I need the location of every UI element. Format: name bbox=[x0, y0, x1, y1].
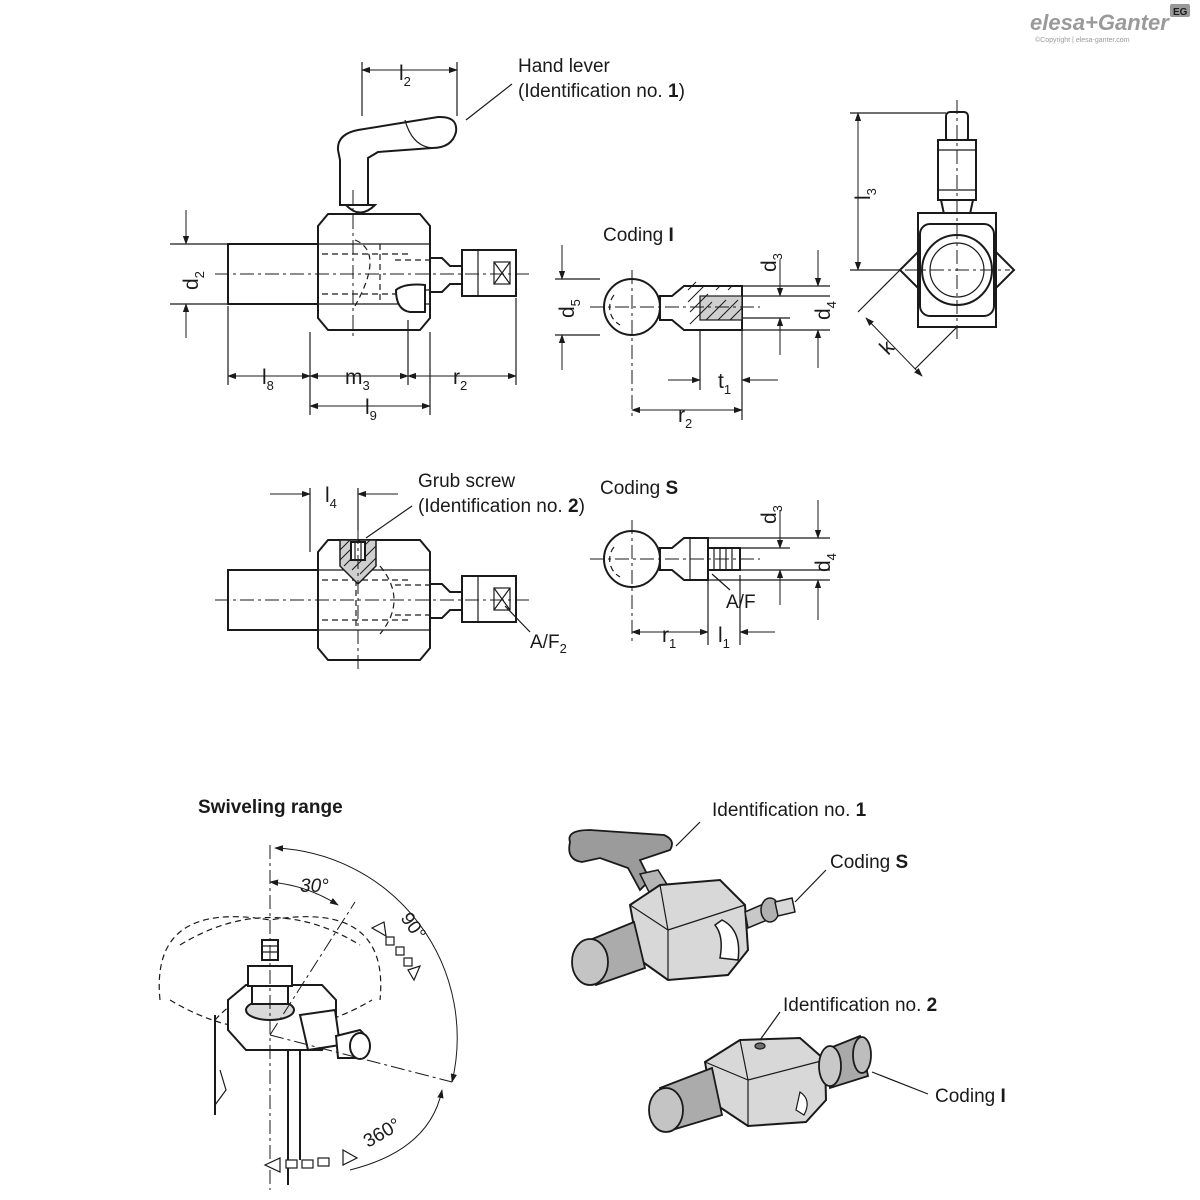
hand-lever-id-label: (Identification no. 1) bbox=[518, 81, 685, 102]
af2-label: A/F2 bbox=[530, 632, 567, 656]
dim-d4b-label: d4 bbox=[812, 553, 839, 572]
id-no-1-label: Identification no. 1 bbox=[712, 800, 867, 821]
iso-view-id2 bbox=[648, 1011, 929, 1133]
dim-d2-label: d2 bbox=[180, 271, 207, 290]
dim-d3b-label: d3 bbox=[758, 505, 785, 524]
angle-360-label: 360° bbox=[360, 1114, 405, 1152]
dim-t1-label: t1 bbox=[718, 370, 731, 397]
dim-l1-label: l1 bbox=[718, 624, 730, 651]
copyright-text: ©Copyright | elesa-ganter.com bbox=[1035, 36, 1130, 44]
dim-k-label: k bbox=[875, 335, 899, 359]
hand-lever-label: Hand lever bbox=[518, 56, 611, 77]
af-label: A/F bbox=[726, 592, 756, 613]
dim-l3-label: l3 bbox=[852, 188, 879, 200]
dim-r2b-label: r2 bbox=[678, 404, 692, 431]
front-view bbox=[170, 62, 530, 415]
coding-s-iso-label: Coding S bbox=[830, 852, 908, 873]
id-no-2-label: Identification no. 2 bbox=[783, 995, 937, 1016]
dim-d3-label: d3 bbox=[758, 253, 785, 272]
dim-l4-label: l4 bbox=[325, 484, 337, 511]
swiveling-range-title: Swiveling range bbox=[198, 797, 343, 818]
dim-m3-label: m3 bbox=[345, 366, 370, 393]
coding-s-view bbox=[590, 500, 830, 645]
brand-logo: elesa+Ganter EG ©Copyright | elesa-gante… bbox=[1030, 4, 1190, 44]
brand-badge: EG bbox=[1173, 7, 1188, 18]
angle-30-label: 30° bbox=[300, 876, 329, 897]
dim-d4-label: d4 bbox=[812, 301, 839, 320]
front-view-grub-screw bbox=[215, 488, 531, 670]
dim-r1-label: r1 bbox=[662, 624, 676, 651]
dim-l2-label: l2 bbox=[399, 62, 411, 89]
dim-l8-label: l8 bbox=[262, 366, 274, 393]
coding-i-label: Coding I bbox=[603, 225, 674, 246]
dim-d5-label: d5 bbox=[556, 299, 583, 318]
swiveling-range-illustration bbox=[158, 845, 458, 1190]
dim-l9-label: l9 bbox=[365, 396, 377, 423]
dim-r2-label: r2 bbox=[453, 366, 467, 393]
coding-i-iso-label: Coding I bbox=[935, 1086, 1006, 1107]
brand-logo-text: elesa+Ganter bbox=[1030, 10, 1170, 35]
coding-i-view bbox=[555, 245, 830, 420]
side-view bbox=[850, 100, 1016, 377]
coding-s-label: Coding S bbox=[600, 478, 678, 499]
iso-view-id1 bbox=[568, 821, 827, 987]
grub-screw-id-label: (Identification no. 2) bbox=[418, 496, 585, 517]
grub-screw-label: Grub screw bbox=[418, 471, 515, 492]
angle-90-label: 90° bbox=[396, 909, 430, 945]
